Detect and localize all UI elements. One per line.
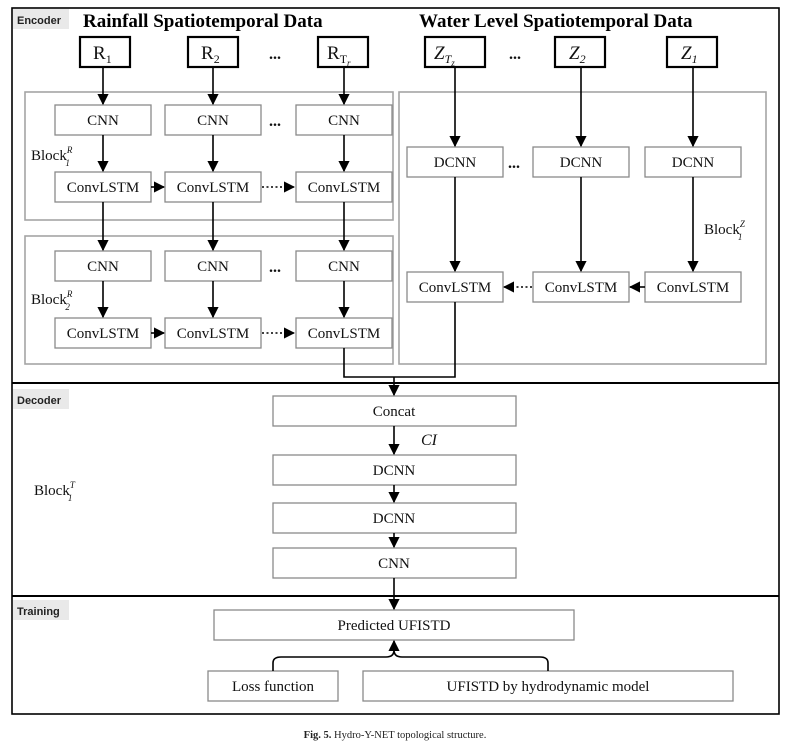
svg-text:ZTz: ZTz bbox=[434, 43, 455, 68]
ellipsis-z1: ... bbox=[508, 155, 520, 172]
convlstm-node: ConvLSTM bbox=[644, 271, 742, 303]
svg-text:ConvLSTM: ConvLSTM bbox=[545, 280, 618, 296]
ellipsis-r2: ... bbox=[269, 259, 281, 276]
convlstm-node: ConvLSTM bbox=[164, 171, 262, 203]
block-r1-group bbox=[24, 91, 394, 221]
svg-text:DCNN: DCNN bbox=[434, 155, 477, 171]
svg-text:Z2: Z2 bbox=[569, 43, 586, 66]
concat-node: Concat bbox=[272, 395, 517, 427]
svg-text:ConvLSTM: ConvLSTM bbox=[419, 280, 492, 296]
dcnn-node: DCNN bbox=[272, 502, 517, 534]
input-ellipsis-rainfall: ... bbox=[269, 46, 281, 63]
cnn-node: CNN bbox=[164, 104, 262, 136]
cnn-node: CNN bbox=[54, 104, 152, 136]
svg-text:Predicted UFISTD: Predicted UFISTD bbox=[338, 618, 451, 634]
training-section-label: Training bbox=[17, 606, 60, 618]
predicted-ufistd-node: Predicted UFISTD bbox=[213, 609, 575, 641]
convlstm-node: ConvLSTM bbox=[54, 317, 152, 349]
svg-text:CNN: CNN bbox=[378, 556, 410, 572]
rainfall-header: Rainfall Spatiotemporal Data bbox=[83, 11, 323, 32]
svg-text:CNN: CNN bbox=[328, 259, 360, 275]
svg-text:DCNN: DCNN bbox=[560, 155, 603, 171]
input-r2: R2 bbox=[186, 35, 240, 69]
svg-text:CNN: CNN bbox=[197, 259, 229, 275]
convlstm-node: ConvLSTM bbox=[406, 271, 504, 303]
ufistd-hydrodynamic-node: UFISTD by hydrodynamic model bbox=[362, 670, 734, 702]
svg-text:R2: R2 bbox=[201, 43, 220, 66]
decoder-section-label: Decoder bbox=[17, 395, 62, 407]
dcnn-node: DCNN bbox=[532, 146, 630, 178]
svg-text:ConvLSTM: ConvLSTM bbox=[308, 326, 381, 342]
svg-text:DCNN: DCNN bbox=[672, 155, 715, 171]
input-z2: Z2 bbox=[553, 35, 607, 69]
decoder-label-bg bbox=[13, 389, 69, 409]
ellipsis-r1: ... bbox=[269, 113, 281, 130]
input-ellipsis-water: ... bbox=[509, 46, 521, 63]
svg-text:R1: R1 bbox=[93, 43, 112, 66]
cnn-node: CNN bbox=[54, 250, 152, 282]
svg-text:Concat: Concat bbox=[373, 404, 416, 420]
svg-text:Z1: Z1 bbox=[681, 43, 698, 66]
svg-text:ConvLSTM: ConvLSTM bbox=[657, 280, 730, 296]
svg-text:CNN: CNN bbox=[328, 113, 360, 129]
svg-text:ConvLSTM: ConvLSTM bbox=[67, 326, 140, 342]
svg-text:CNN: CNN bbox=[87, 113, 119, 129]
svg-text:CNN: CNN bbox=[87, 259, 119, 275]
svg-text:ConvLSTM: ConvLSTM bbox=[177, 326, 250, 342]
dcnn-node: DCNN bbox=[272, 454, 517, 486]
block-r2-group bbox=[24, 235, 394, 365]
convlstm-node: ConvLSTM bbox=[532, 271, 630, 303]
dcnn-node: DCNN bbox=[644, 146, 742, 178]
block-z1-group bbox=[398, 91, 767, 365]
convlstm-node: ConvLSTM bbox=[164, 317, 262, 349]
svg-text:Loss function: Loss function bbox=[232, 679, 315, 695]
figure-caption: Fig. 5. Hydro-Y-NET topological structur… bbox=[304, 730, 487, 741]
cnn-node: CNN bbox=[272, 547, 517, 579]
water-level-header: Water Level Spatiotemporal Data bbox=[419, 11, 693, 32]
encoder-label-bg bbox=[13, 9, 69, 29]
svg-text:ConvLSTM: ConvLSTM bbox=[308, 180, 381, 196]
svg-text:DCNN: DCNN bbox=[373, 463, 416, 479]
cnn-node: CNN bbox=[295, 104, 393, 136]
cnn-node: CNN bbox=[164, 250, 262, 282]
convlstm-node: ConvLSTM bbox=[54, 171, 152, 203]
outer-frame bbox=[11, 7, 780, 715]
input-rt: RTr bbox=[316, 35, 370, 69]
training-label-bg bbox=[13, 600, 69, 620]
svg-text:CNN: CNN bbox=[197, 113, 229, 129]
input-z1: Z1 bbox=[665, 35, 719, 69]
loss-function-node: Loss function bbox=[207, 670, 339, 702]
svg-text:RTr: RTr bbox=[327, 43, 351, 68]
convlstm-node: ConvLSTM bbox=[295, 171, 393, 203]
svg-text:UFISTD by hydrodynamic model: UFISTD by hydrodynamic model bbox=[447, 679, 650, 695]
svg-text:ConvLSTM: ConvLSTM bbox=[177, 180, 250, 196]
ci-label: CI bbox=[421, 432, 438, 449]
input-r1: R1 bbox=[78, 35, 132, 69]
cnn-node: CNN bbox=[295, 250, 393, 282]
encoder-section-label: Encoder bbox=[17, 15, 62, 27]
convlstm-node: ConvLSTM bbox=[295, 317, 393, 349]
svg-text:DCNN: DCNN bbox=[373, 511, 416, 527]
connectors bbox=[97, 67, 699, 671]
dcnn-node: DCNN bbox=[406, 146, 504, 178]
input-zt: ZTz bbox=[423, 35, 487, 69]
svg-text:ConvLSTM: ConvLSTM bbox=[67, 180, 140, 196]
